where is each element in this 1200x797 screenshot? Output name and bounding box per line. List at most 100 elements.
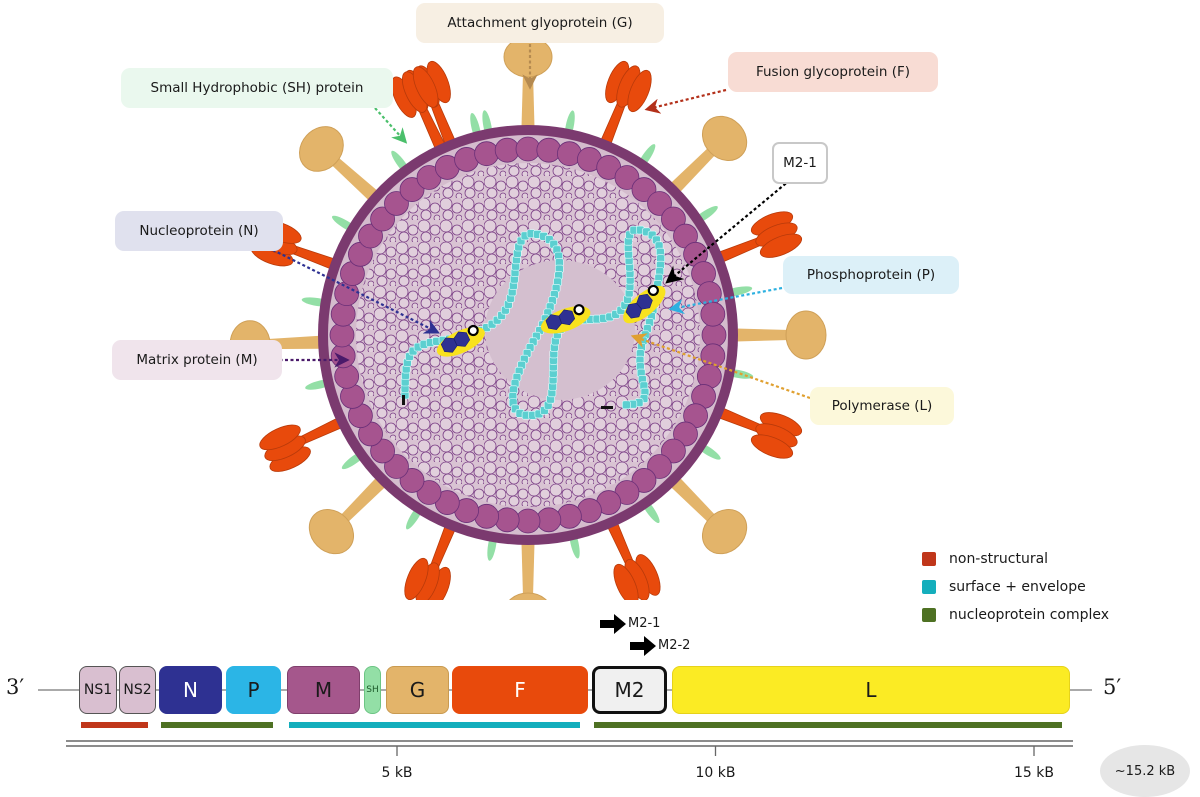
gene-g: G	[386, 666, 449, 714]
nucleoprotein-hexagon	[636, 293, 653, 310]
callout-polymerase: Polymerase (L)	[810, 387, 954, 425]
matrix-protein	[334, 363, 360, 389]
orf-label-m2-2: M2-2	[658, 638, 691, 653]
rna-end-mark	[601, 406, 613, 409]
legend: non-structural surface + envelope nucleo…	[922, 545, 1109, 629]
gene-sh: SH	[364, 666, 381, 714]
matrix-protein	[330, 301, 356, 327]
gene-label: P	[247, 678, 260, 702]
phosphoprotein-marker	[573, 304, 585, 316]
callout-arrow-p	[668, 286, 783, 315]
callout-arrow-l	[630, 333, 811, 400]
matrix-protein	[673, 421, 698, 447]
callout-attachment-glycoprotein: Attachment glyoprotein (G)	[416, 3, 664, 43]
callout-phosphoprotein: Phosphoprotein (P)	[783, 256, 959, 294]
legend-item-non-structural: non-structural	[922, 545, 1109, 573]
three-prime-end-label: 3′	[6, 675, 25, 699]
phosphoprotein-marker	[467, 324, 479, 337]
callout-arrow-sh	[374, 107, 408, 144]
gene-ns1: NS1	[79, 666, 117, 714]
gene-l: L	[672, 666, 1070, 714]
matrix-protein	[536, 137, 562, 163]
matrix-protein	[399, 177, 425, 202]
ribonucleoprotein-complex	[400, 225, 666, 420]
category-bars	[81, 722, 1062, 728]
callout-arrows	[262, 44, 811, 400]
callout-m2-1: M2-1	[772, 142, 828, 184]
legend-swatch	[922, 580, 936, 594]
gene-label: M	[314, 678, 333, 702]
m2-2-orf-arrow-icon	[630, 636, 656, 656]
matrix-protein	[416, 480, 442, 505]
gene-m: M	[287, 666, 360, 714]
matrix-protein	[370, 438, 395, 464]
tick-label-5kb: 5 kB	[381, 765, 413, 781]
gene-m2: M2	[592, 666, 667, 714]
polymerase-complex	[540, 304, 591, 334]
matrix-protein	[330, 343, 356, 369]
tick-label-15kb: 15 kB	[1014, 765, 1054, 781]
matrix-protein	[614, 165, 640, 190]
matrix-protein	[358, 223, 383, 249]
matrix-protein-layer	[329, 136, 727, 534]
callout-nucleoprotein: Nucleoprotein (N)	[115, 211, 283, 251]
gene-label: M2	[614, 678, 645, 702]
matrix-protein	[700, 343, 726, 369]
tick-label-10kb: 10 kB	[695, 765, 736, 781]
polymerase-complex	[436, 324, 485, 357]
genome-size-label: ~15.2 kB	[1114, 763, 1176, 779]
gene-label: NS2	[123, 682, 152, 698]
legend-item-nucleoprotein-complex: nucleoprotein complex	[922, 601, 1109, 629]
matrix-protein	[701, 322, 727, 348]
gene-label: F	[514, 678, 526, 702]
nucleoprotein-hexagon	[558, 309, 576, 326]
polymerase-complex	[623, 284, 666, 324]
gene-label: N	[183, 678, 198, 702]
genome-size-badge: ~15.2 kB	[1100, 745, 1190, 797]
callout-arrow-n	[262, 244, 440, 334]
matrix-protein	[631, 468, 657, 493]
legend-label: surface + envelope	[949, 579, 1086, 595]
gene-label: G	[409, 678, 426, 702]
category-bar-surface-envelope	[289, 722, 580, 728]
matrix-protein	[661, 206, 686, 232]
gene-label: SH	[366, 685, 379, 695]
gene-f: F	[452, 666, 588, 714]
matrix-protein	[494, 137, 520, 163]
five-prime-end-label: 5′	[1103, 675, 1122, 699]
gene-ns2: NS2	[119, 666, 156, 714]
rna-segment	[622, 400, 631, 410]
matrix-protein	[700, 301, 726, 327]
callout-arrow-m21	[665, 179, 791, 284]
m2-1-orf-arrow-icon	[600, 614, 626, 634]
gene-label: L	[865, 678, 877, 702]
callout-matrix-protein: Matrix protein (M)	[112, 340, 282, 380]
virion-illustration	[229, 36, 827, 600]
callout-arrow-f	[644, 88, 727, 114]
matrix-protein	[515, 508, 541, 534]
callout-fusion-glycoprotein: Fusion glycoprotein (F)	[728, 52, 938, 92]
category-bar-non-structural	[81, 722, 148, 728]
matrix-protein	[329, 322, 355, 348]
callout-small-hydrophobic-protein: Small Hydrophobic (SH) protein	[121, 68, 393, 108]
matrix-protein	[536, 507, 562, 533]
matrix-protein	[494, 507, 520, 533]
gene-p: P	[226, 666, 281, 714]
matrix-protein	[556, 503, 582, 529]
phosphoprotein-marker	[647, 284, 659, 297]
gene-label: NS1	[83, 682, 113, 698]
legend-item-surface-envelope: surface + envelope	[922, 573, 1109, 601]
nucleoprotein-hexagon	[453, 331, 471, 347]
orf-label-m2-1: M2-1	[628, 616, 661, 631]
rna-end-mark	[402, 395, 405, 405]
category-bar-nucleoprotein-complex	[594, 722, 1062, 728]
matrix-protein	[515, 136, 541, 162]
legend-label: non-structural	[949, 551, 1049, 567]
legend-swatch	[922, 552, 936, 566]
category-bar-nucleoprotein-complex	[161, 722, 273, 728]
legend-swatch	[922, 608, 936, 622]
matrix-protein	[474, 141, 500, 167]
gene-n: N	[159, 666, 222, 714]
scale-ticks	[396, 746, 1035, 756]
